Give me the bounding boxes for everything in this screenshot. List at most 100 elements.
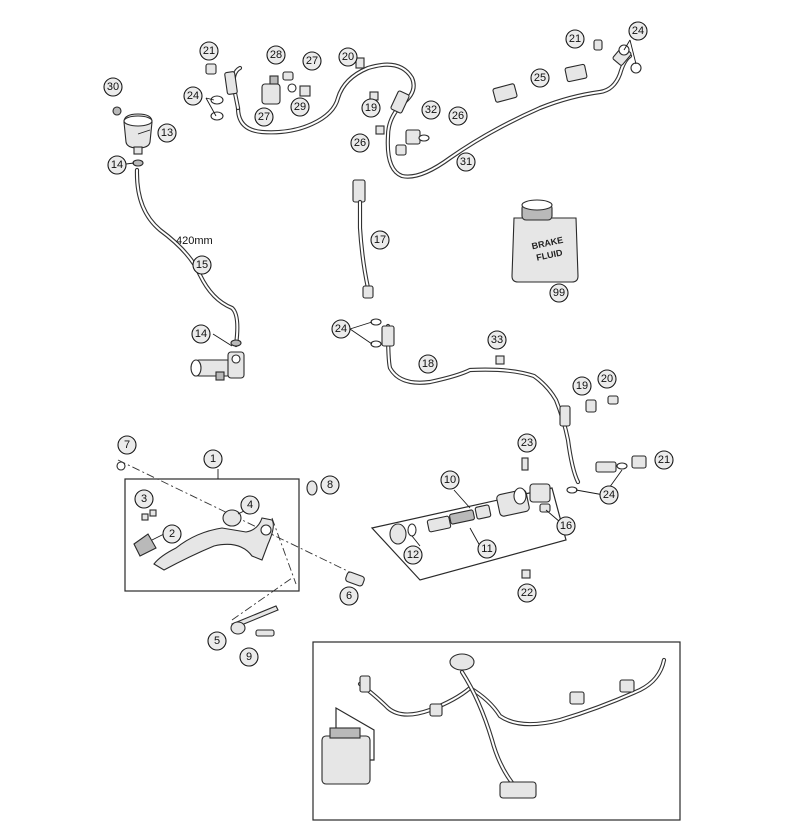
callout-23: 23 [517, 433, 537, 453]
callout-6: 6 [339, 586, 359, 606]
callout-26-left: 26 [350, 133, 370, 153]
brake-fluid-bottle: BRAKE FLUID [511, 199, 579, 283]
svg-text:26: 26 [354, 137, 366, 149]
svg-text:14: 14 [111, 159, 123, 171]
svg-text:30: 30 [107, 81, 119, 93]
brake-line-18 [370, 318, 647, 494]
callout-21-right: 21 [654, 450, 674, 470]
svg-text:27: 27 [306, 55, 318, 67]
callout-7: 7 [117, 435, 137, 455]
svg-text:5: 5 [214, 635, 220, 647]
svg-text:21: 21 [203, 45, 215, 57]
callout-13: 13 [157, 123, 177, 143]
reservoir-assembly [112, 106, 153, 155]
svg-text:3: 3 [141, 493, 147, 505]
svg-text:24: 24 [632, 25, 644, 37]
callout-15: 15 [192, 255, 212, 275]
callout-14-lower: 14 [191, 324, 211, 344]
hose-420mm [132, 159, 242, 348]
callout-25: 25 [530, 68, 550, 88]
callout-8: 8 [320, 475, 340, 495]
callout-5: 5 [207, 631, 227, 651]
callout-2: 2 [162, 524, 182, 544]
callout-4: 4 [240, 495, 260, 515]
svg-text:19: 19 [576, 380, 588, 392]
svg-text:18: 18 [422, 358, 434, 370]
svg-text:27: 27 [258, 111, 270, 123]
callout-22: 22 [517, 583, 537, 603]
callout-9: 9 [239, 647, 259, 667]
brake-line-17 [352, 179, 374, 299]
svg-text:8: 8 [327, 479, 333, 491]
svg-text:7: 7 [124, 439, 130, 451]
callout-30: 30 [103, 77, 123, 97]
svg-text:21: 21 [658, 454, 670, 466]
svg-text:15: 15 [196, 259, 208, 271]
svg-text:26: 26 [452, 110, 464, 122]
callout-24-top-left: 24 [183, 86, 203, 106]
callout-99: 99 [549, 283, 569, 303]
callout-26-right: 26 [448, 106, 468, 126]
svg-text:21: 21 [569, 33, 581, 45]
callout-33: 33 [487, 330, 507, 350]
callout-27-left: 27 [254, 107, 274, 127]
svg-text:4: 4 [247, 499, 253, 511]
callout-11: 11 [477, 539, 497, 559]
svg-text:29: 29 [294, 101, 306, 113]
callout-29: 29 [290, 97, 310, 117]
svg-text:17: 17 [374, 234, 386, 246]
callout-10: 10 [440, 470, 460, 490]
callout-18: 18 [418, 354, 438, 374]
svg-text:22: 22 [521, 587, 533, 599]
hose-length-note: 420mm [176, 235, 213, 247]
callout-12: 12 [403, 545, 423, 565]
callout-17: 17 [370, 230, 390, 250]
svg-text:24: 24 [603, 489, 615, 501]
callout-24-lower-right: 24 [599, 485, 619, 505]
callout-14-upper: 14 [107, 155, 127, 175]
leader-lines [125, 39, 637, 547]
callout-21-top-right: 21 [565, 29, 585, 49]
svg-text:31: 31 [460, 156, 472, 168]
rebuild-kit-panel [370, 487, 567, 581]
top-small-parts [205, 39, 603, 156]
callout-21-top-left: 21 [199, 41, 219, 61]
callout-31: 31 [456, 152, 476, 172]
svg-text:23: 23 [521, 437, 533, 449]
svg-text:14: 14 [195, 328, 207, 340]
callout-27-right: 27 [302, 51, 322, 71]
rear-master-cylinder [190, 351, 245, 381]
svg-text:33: 33 [491, 334, 503, 346]
svg-text:24: 24 [187, 90, 199, 102]
callout-3: 3 [134, 489, 154, 509]
callout-24-top-right: 24 [628, 21, 648, 41]
svg-text:20: 20 [342, 51, 354, 63]
svg-text:10: 10 [444, 474, 456, 486]
svg-text:28: 28 [270, 49, 282, 61]
callout-28: 28 [266, 45, 286, 65]
callout-19-upper: 19 [361, 98, 381, 118]
rebuild-kit-parts [389, 457, 551, 579]
svg-text:13: 13 [161, 127, 173, 139]
brake-pedal [133, 480, 318, 571]
callout-20-lower: 20 [597, 369, 617, 389]
inset-overview [312, 641, 681, 821]
svg-text:20: 20 [601, 373, 613, 385]
svg-text:16: 16 [560, 520, 572, 532]
callout-32: 32 [421, 100, 441, 120]
callout-19-lower: 19 [572, 376, 592, 396]
callout-16: 16 [556, 516, 576, 536]
svg-text:24: 24 [335, 323, 347, 335]
svg-text:9: 9 [246, 651, 252, 663]
svg-text:32: 32 [425, 104, 437, 116]
svg-text:1: 1 [210, 453, 216, 465]
svg-text:25: 25 [534, 72, 546, 84]
callout-24-middle: 24 [331, 319, 351, 339]
svg-text:11: 11 [481, 543, 492, 555]
svg-text:19: 19 [365, 102, 377, 114]
svg-text:12: 12 [407, 549, 419, 561]
svg-text:99: 99 [553, 287, 565, 299]
svg-text:2: 2 [169, 528, 175, 540]
top-brake-line [224, 44, 642, 179]
